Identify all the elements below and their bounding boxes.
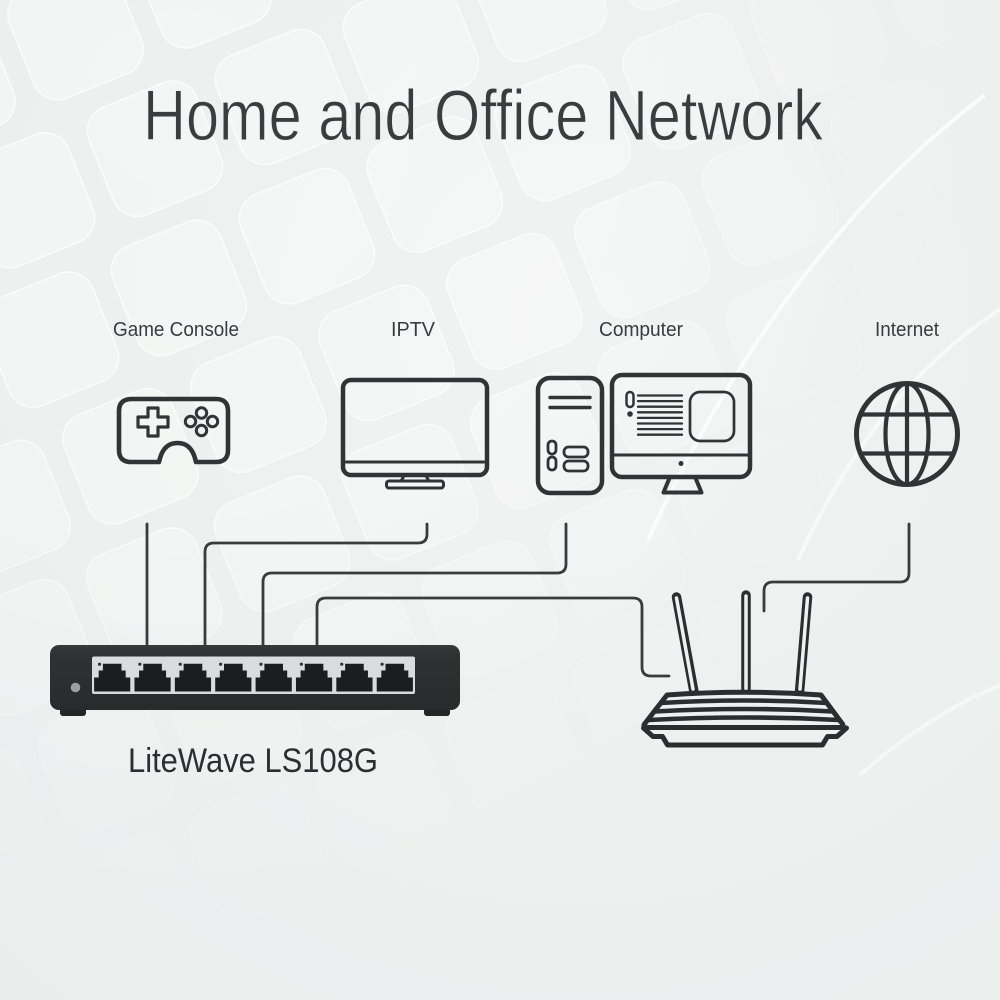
switch-port — [215, 663, 252, 692]
router-stripes — [648, 698, 840, 723]
port-led-dot — [340, 662, 344, 666]
port-led-dot — [380, 662, 384, 666]
internet-icon — [854, 381, 960, 487]
computer-icon — [535, 372, 753, 496]
connection-lines — [145, 522, 911, 678]
switch-port — [255, 663, 292, 692]
switch-port — [134, 663, 171, 692]
port-led-dot — [178, 662, 182, 666]
router-antennas — [671, 590, 813, 697]
device-labels: Game Console IPTV Computer Internet — [113, 319, 939, 341]
switch-ports — [94, 662, 413, 692]
label-internet: Internet — [875, 319, 939, 341]
label-iptv: IPTV — [391, 319, 436, 341]
iptv-icon — [340, 377, 490, 490]
page-title: Home and Office Network — [143, 77, 823, 156]
game-console-icon — [116, 396, 231, 465]
switch-model-label: LiteWave LS108G — [128, 742, 378, 780]
line-iptv-to-switch — [203, 522, 429, 650]
switch-led — [70, 682, 81, 693]
router — [641, 590, 849, 748]
network-switch — [50, 645, 460, 716]
line-switch-to-router — [315, 596, 671, 678]
port-led-dot — [299, 662, 303, 666]
background-swooshes — [646, 93, 1000, 777]
switch-port — [174, 663, 212, 692]
port-led-dot — [97, 662, 102, 666]
switch-port — [94, 663, 131, 692]
port-led-dot — [219, 662, 223, 666]
switch-port — [376, 663, 413, 692]
port-led-dot — [259, 662, 263, 666]
switch-port-panel — [92, 656, 415, 694]
label-game-console: Game Console — [113, 319, 239, 341]
router-base — [641, 725, 849, 748]
line-internet-to-router — [762, 522, 911, 613]
port-led-dot — [138, 662, 142, 666]
line-computer-to-switch — [261, 522, 568, 650]
switch-port — [336, 663, 373, 692]
switch-port — [295, 663, 333, 692]
label-computer: Computer — [599, 319, 683, 341]
